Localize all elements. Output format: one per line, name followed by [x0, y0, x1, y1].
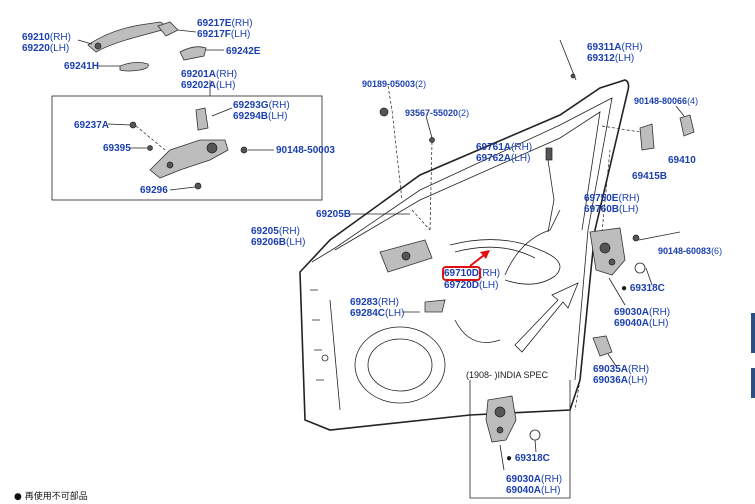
label-69293G: 69293G(RH) [233, 100, 290, 111]
label-69318C-main: ● 69318C [621, 283, 665, 294]
highlighted-part-number: 69710D [441, 266, 482, 281]
label-69395: 69395 [103, 143, 131, 154]
label-69205: 69205(RH) [251, 226, 300, 237]
side-scroll-tab[interactable] [751, 313, 755, 353]
frame-box [51, 95, 323, 201]
direction-arrow [514, 282, 579, 353]
label-90189-05003: 90189-05003(2) [362, 79, 427, 89]
label-90148-60083: 90148-60083(6) [658, 246, 723, 256]
side-scroll-tab-2[interactable] [751, 368, 755, 398]
handle-pad-69242E [179, 46, 207, 61]
label-69206B: 69206B(LH) [251, 237, 306, 248]
legend-non-reusable-part: ● 再使用不可部品 [14, 492, 88, 502]
outside-handle [87, 21, 164, 53]
screw-69237A [129, 121, 137, 129]
inside-handle-assembly [379, 239, 446, 313]
label-69210: 69210(RH) [22, 32, 71, 43]
label-69205B: 69205B [316, 209, 352, 220]
label-69040A-main: 69040A(LH) [614, 318, 669, 329]
bolt-69296 [194, 182, 202, 190]
door-lock-assembly [589, 227, 626, 276]
label-69710D: 69710D(RH) [441, 266, 501, 281]
label-69035A: 69035A(RH) [593, 364, 650, 375]
door-outline [299, 79, 630, 431]
label-69284C: 69284C(LH) [350, 308, 405, 319]
clip-69395 [147, 145, 153, 151]
label-69750E: 69750E(RH) [584, 193, 640, 204]
highlight-arrow-head [480, 250, 490, 259]
clip-90189 [379, 107, 389, 117]
label-69410: 69410 [668, 155, 696, 166]
cover-69415B [639, 123, 655, 151]
label-69040A-india: 69040A(LH) [506, 485, 561, 496]
india-spec-box [469, 380, 571, 499]
label-69217F: 69217F(LH) [197, 29, 251, 40]
label-69220: 69220(LH) [22, 43, 70, 54]
label-90148-50003: 90148-50003 [276, 145, 335, 156]
label-69762A: 69762A(LH) [476, 153, 531, 164]
label-69318C-india: ● 69318C [506, 453, 550, 464]
label-69030A-india: 69030A(RH) [506, 474, 563, 485]
label-69283: 69283(RH) [350, 297, 399, 308]
label-69294B: 69294B(LH) [233, 111, 288, 122]
label-69760B: 69760B(LH) [584, 204, 639, 215]
label-69242E: 69242E [226, 46, 261, 57]
label-69237A: 69237A [74, 120, 110, 131]
outside-handle-frame [149, 107, 229, 179]
label-69720D: 69720D(LH) [444, 280, 499, 291]
india-spec-seal [529, 429, 541, 441]
seal-69318C [634, 262, 646, 274]
rod-69311A [570, 73, 576, 79]
striker-69410 [679, 114, 695, 137]
clip-69761A [545, 147, 553, 161]
label-69415B: 69415B [632, 171, 668, 182]
clip-93567 [429, 137, 435, 143]
label-69201A: 69201A(RH) [181, 69, 238, 80]
label-69311A: 69311A(RH) [587, 42, 643, 53]
label-69030A-main: 69030A(RH) [614, 307, 671, 318]
label-69217E: 69217E(RH) [197, 18, 253, 29]
label-93567-55020: 93567-55020(2) [405, 108, 470, 118]
india-spec-lock [485, 395, 517, 443]
label-69312: 69312(LH) [587, 53, 635, 64]
label-90148-80066: 90148-80066(4) [634, 96, 699, 106]
india-spec-note: (1908- )INDIA SPEC [466, 370, 549, 380]
cables [449, 39, 577, 285]
label-69296: 69296 [140, 185, 168, 196]
label-69202A: 69202A(LH) [181, 80, 236, 91]
handle-cover-69241H [119, 62, 149, 72]
label-69036A: 69036A(LH) [593, 375, 648, 386]
lock-cover-69035A [592, 335, 613, 357]
label-69761A: 69761A(RH) [476, 142, 533, 153]
screw-90148-60083 [632, 234, 640, 242]
screw-90148-50003 [240, 146, 248, 154]
label-69241H: 69241H [64, 61, 100, 72]
